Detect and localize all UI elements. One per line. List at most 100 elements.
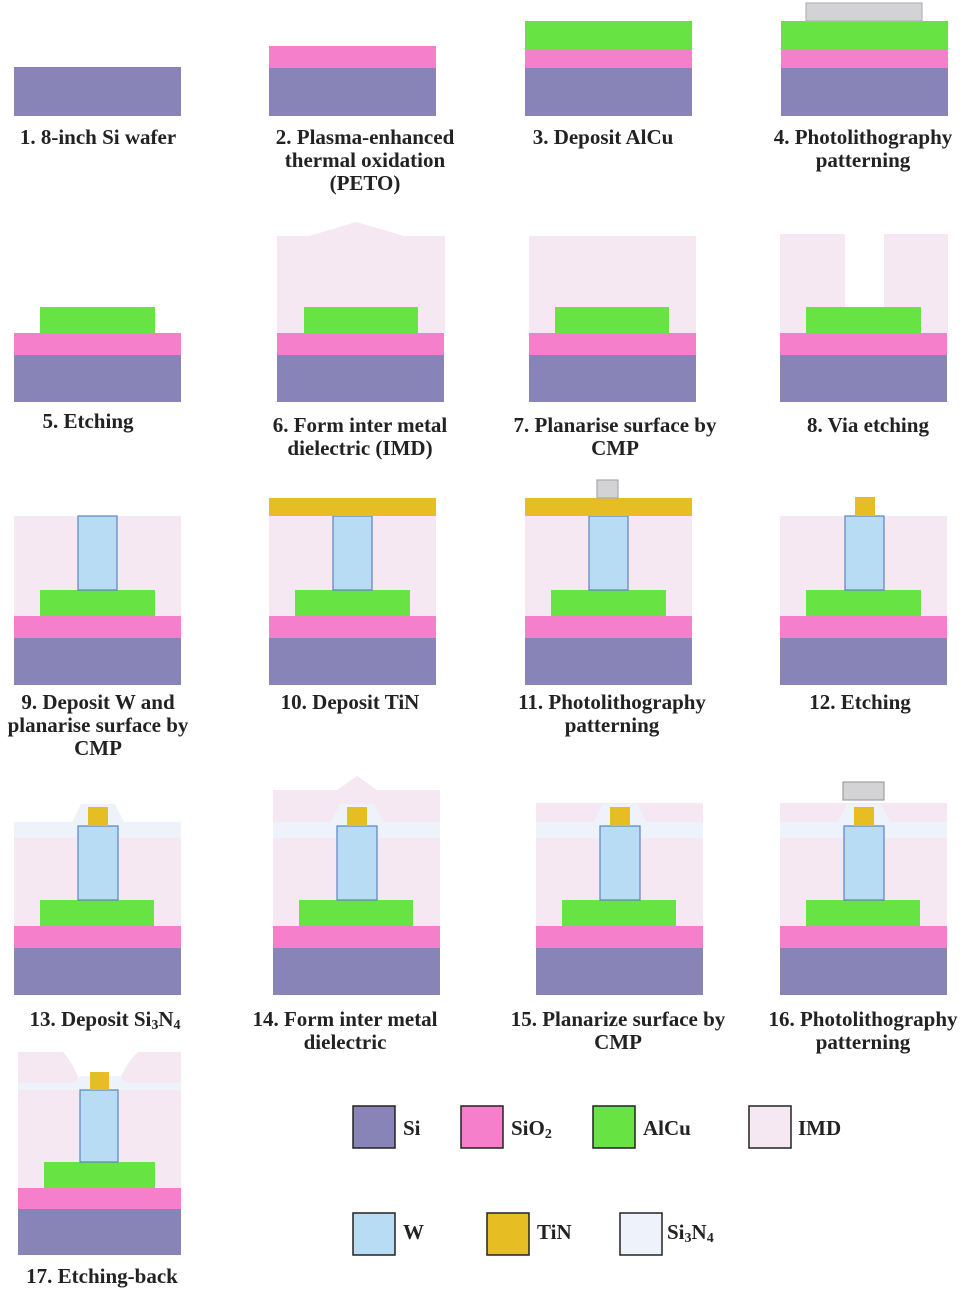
step11-tin [525, 498, 692, 516]
step8-sio2 [780, 333, 947, 355]
step16-photoresist [842, 781, 885, 801]
step-5-caption: 5. Etching [42, 409, 134, 433]
step7-alcu [555, 307, 669, 333]
step-3-caption: 3. Deposit AlCu [532, 125, 674, 149]
legend-swatch-6 [619, 1212, 663, 1256]
step6-imd [277, 222, 445, 333]
step4-photoresist [805, 2, 923, 22]
legend-swatch-3 [748, 1105, 792, 1149]
legend-swatch-4 [352, 1212, 396, 1256]
step-12-caption: 12. Etching [809, 690, 911, 714]
step15-si [536, 948, 703, 995]
step11-alcu [551, 590, 666, 616]
step11-sio2 [525, 616, 692, 638]
step4-si [781, 68, 948, 116]
step15-w [599, 825, 641, 901]
step9-w [77, 515, 118, 591]
step-1-caption: 1. 8-inch Si wafer [19, 125, 177, 149]
step9-sio2 [14, 616, 181, 638]
step17-w [79, 1089, 119, 1163]
legend-swatch-0 [352, 1105, 396, 1149]
step13-alcu [40, 900, 154, 926]
legend-swatch-2 [592, 1105, 636, 1149]
step17-sio2 [18, 1188, 181, 1209]
step12-tin [855, 497, 875, 516]
step3-si [525, 68, 692, 116]
step-7-caption: 7. Planarise surface by CMP [513, 413, 717, 460]
legend-label-w: W [403, 1220, 424, 1244]
step3-sio2 [525, 49, 692, 68]
step13-tin [88, 807, 108, 826]
step-4-caption: 4. Photolithography patterning [773, 125, 953, 172]
legend-label-alcu: AlCu [643, 1116, 691, 1140]
step3-alcu [525, 21, 692, 49]
step10-tin [269, 498, 436, 516]
step10-alcu [295, 590, 410, 616]
step14-tin [347, 807, 367, 826]
step5-alcu [40, 307, 155, 333]
step12-si [780, 638, 947, 685]
step13-sio2 [14, 926, 181, 948]
step16-w [843, 825, 885, 901]
step14-w [336, 825, 378, 901]
step-2-caption: 2. Plasma-enhanced thermal oxidation (PE… [275, 125, 455, 195]
step9-alcu [40, 590, 155, 616]
step14-alcu [299, 900, 413, 926]
step16-tin [854, 807, 874, 826]
step12-alcu [806, 590, 921, 616]
step12-w [844, 515, 885, 591]
legend-label-sio2: SiO2 [511, 1116, 552, 1143]
step9-si [14, 638, 181, 685]
step-11-caption: 11. Photolithography patterning [518, 690, 706, 737]
step15-tin [610, 807, 630, 826]
step13-si [14, 948, 181, 995]
step14-si [273, 948, 440, 995]
step16-sio2 [780, 926, 947, 948]
legend-label-tin: TiN [537, 1220, 572, 1244]
step11-si [525, 638, 692, 685]
step-10-caption: 10. Deposit TiN [280, 690, 420, 714]
legend-label-si: Si [403, 1116, 421, 1140]
step15-sio2 [536, 926, 703, 948]
step7-sio2 [529, 333, 696, 355]
step5-sio2 [14, 333, 181, 355]
legend-swatch-5 [486, 1212, 530, 1256]
step-16-caption: 16. Photolithography patterning [768, 1007, 958, 1054]
step-6-caption: 6. Form inter metal dielectric (IMD) [272, 413, 448, 460]
step-14-caption: 14. Form inter metal dielectric [252, 1007, 438, 1054]
step12-sio2 [780, 616, 947, 638]
step17-alcu [44, 1162, 155, 1188]
step4-alcu [781, 21, 948, 49]
step-17-caption: 17. Etching-back [26, 1264, 178, 1288]
step16-alcu [806, 900, 920, 926]
step17-si [18, 1209, 181, 1255]
step-8-caption: 8. Via etching [807, 413, 929, 437]
step6-alcu [304, 307, 418, 333]
step2-si [269, 68, 436, 116]
step-15-caption: 15. Planarize surface by CMP [510, 1007, 726, 1054]
step-9-caption: 9. Deposit W and planarise surface by CM… [7, 690, 189, 760]
step15-alcu [562, 900, 676, 926]
step10-si [269, 638, 436, 685]
legend-swatch-1 [460, 1105, 504, 1149]
step11-photoresist [596, 479, 619, 499]
step-13-caption: 13. Deposit Si3N4 [29, 1007, 181, 1034]
step14-sio2 [273, 926, 440, 948]
step13-w [77, 825, 119, 901]
step8-alcu [806, 307, 921, 333]
step6-sio2 [277, 333, 444, 355]
step10-w [332, 515, 373, 591]
step10-sio2 [269, 616, 436, 638]
step4-sio2 [781, 49, 948, 68]
step2-sio2 [269, 46, 436, 68]
legend-label-imd: IMD [798, 1116, 842, 1140]
step11-w [588, 515, 629, 591]
step8-si [780, 355, 947, 402]
step16-si [780, 948, 947, 995]
step1-si [14, 67, 181, 116]
step6-si [277, 355, 444, 402]
legend-label-si3n4: Si3N4 [667, 1220, 714, 1247]
step17-tin [90, 1072, 109, 1090]
